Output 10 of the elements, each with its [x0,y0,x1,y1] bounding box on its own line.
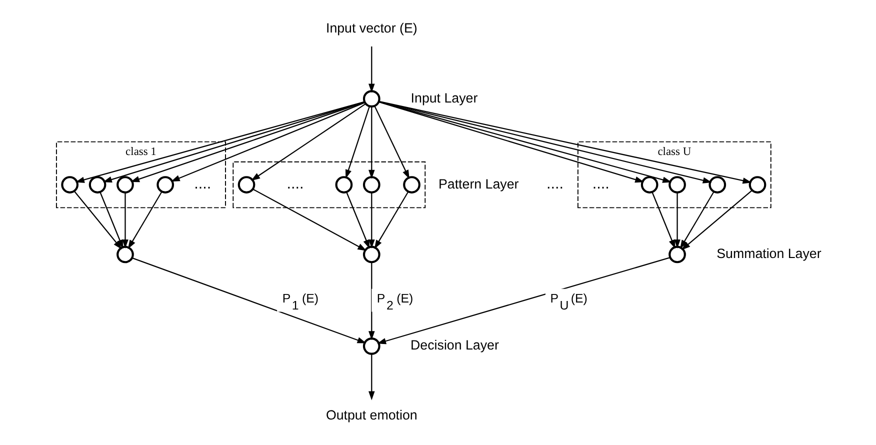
label: Decision Layer [410,338,498,353]
label: .... [286,175,304,192]
label: Input Layer [410,90,478,106]
node-text: Output emotion [325,407,417,422]
node-text: Input vector (E) [325,20,417,36]
label: .... [194,175,211,192]
label: Pattern Layer [438,176,518,192]
label: .... [546,175,564,192]
label: Summation Layer [716,246,821,262]
label: .... [592,175,609,192]
